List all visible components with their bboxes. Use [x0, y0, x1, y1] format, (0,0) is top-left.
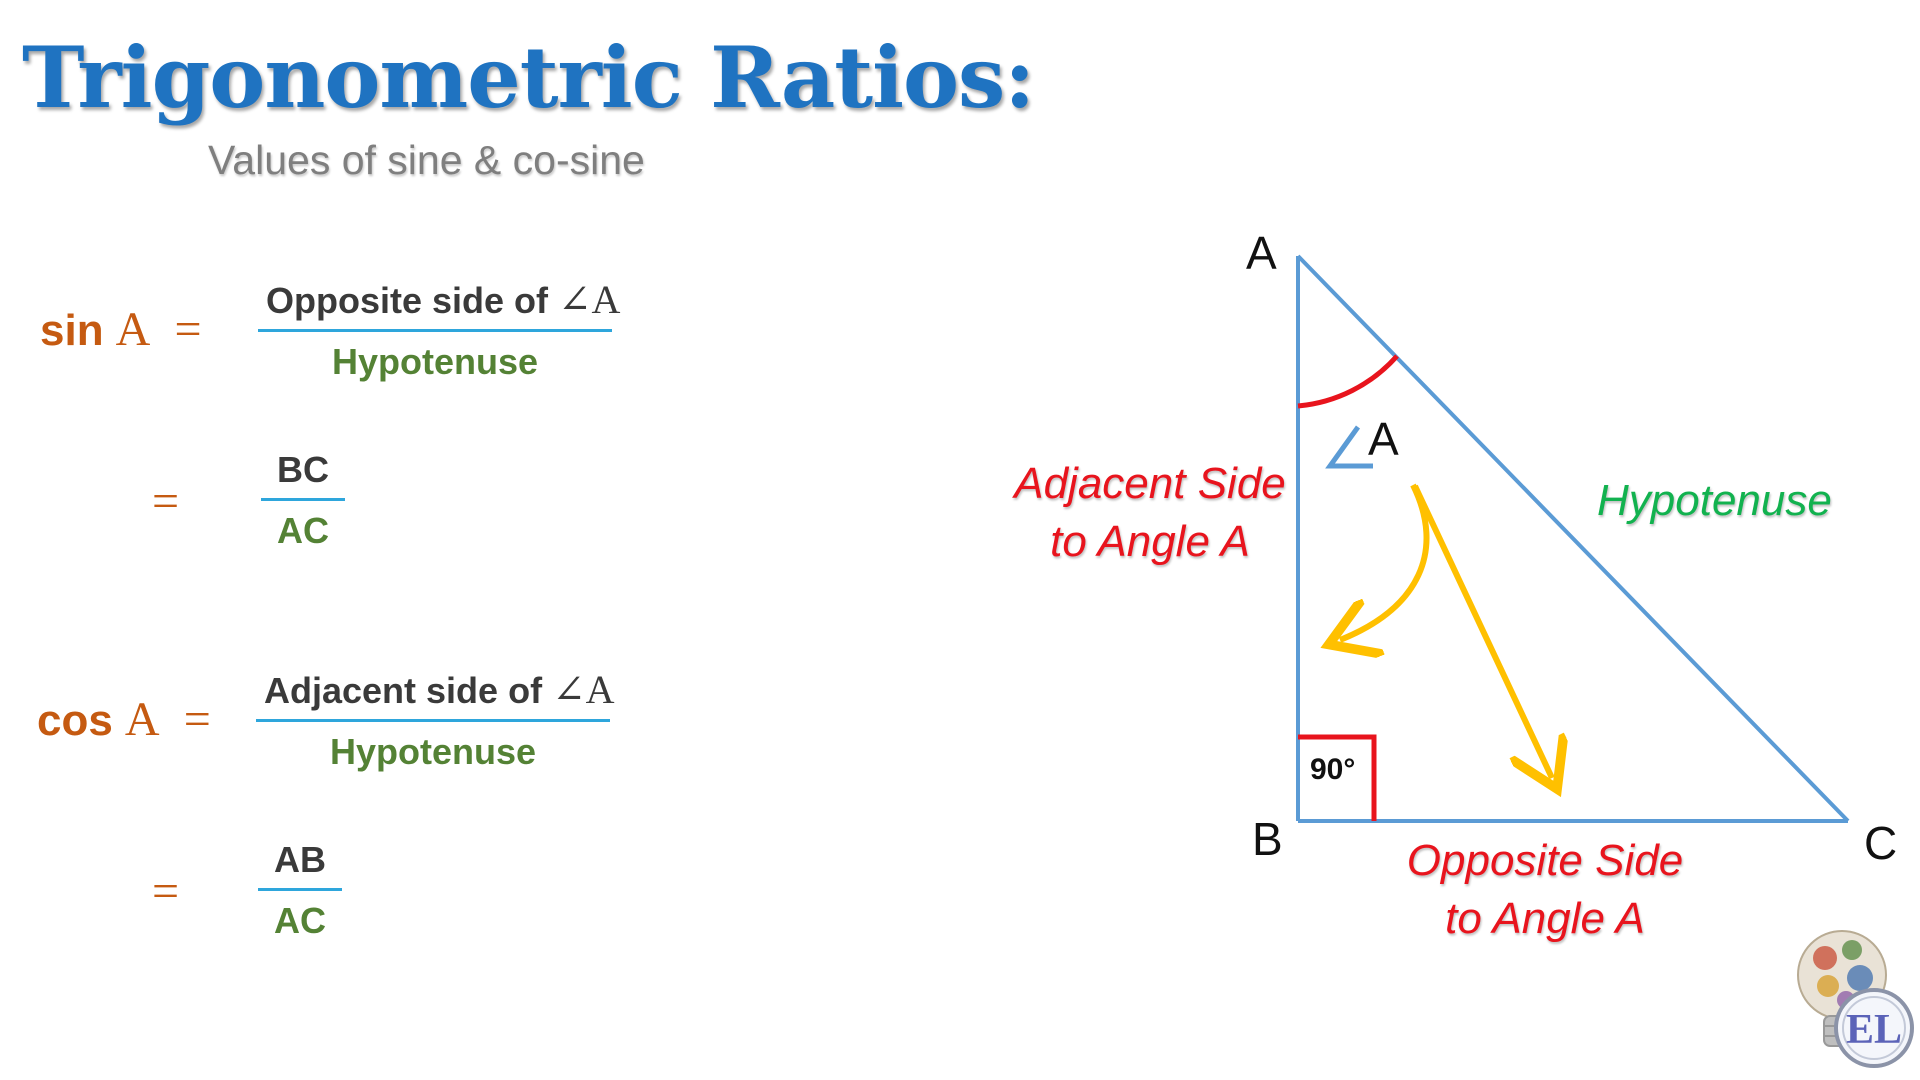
- sin-numerator-angle: ∠A: [558, 277, 621, 322]
- sin-numerator: Opposite side of ∠A: [258, 278, 620, 329]
- opposite-side-label: Opposite Side to Angle A: [1400, 832, 1690, 948]
- cos-side-numerator: AB: [274, 839, 326, 880]
- cos-second-equals: =: [152, 865, 180, 918]
- sin-side-denominator: AC: [277, 510, 329, 551]
- cos-denominator: Hypotenuse: [329, 731, 537, 772]
- side-ac: [1296, 254, 1850, 823]
- sin-sides-fraction-bar: [261, 498, 345, 501]
- sin-side-numerator: BC: [277, 449, 329, 490]
- cos-angle-label: A: [124, 693, 160, 746]
- arrow-to-adjacent-icon: [1340, 483, 1430, 640]
- page-title: Trigonometric Ratios:: [22, 28, 1035, 127]
- sin-equals-sign: =: [174, 303, 202, 356]
- sin-ratio-sides: BC AC: [261, 448, 345, 553]
- sin-fraction-bar: [258, 329, 612, 332]
- cos-sides-fraction-bar: [258, 888, 342, 891]
- opposite-side-line2: to Angle A: [1445, 894, 1645, 943]
- adjacent-side-line1: Adjacent Side: [1014, 459, 1286, 508]
- adjacent-side-line2: to Angle A: [1050, 517, 1250, 566]
- logo-text: EL: [1846, 1007, 1902, 1053]
- opposite-side-line1: Opposite Side: [1406, 836, 1684, 885]
- right-angle-marker: [1298, 734, 1377, 821]
- arrow-to-opposite-icon: [1412, 484, 1552, 778]
- right-angle-label: 90°: [1310, 753, 1356, 786]
- angle-symbol-icon: [1325, 425, 1373, 469]
- lightbulb-gears-icon: EL: [1797, 930, 1914, 1068]
- hypotenuse-label: Hypotenuse: [1597, 476, 1832, 525]
- sin-ratio-words: Opposite side of ∠A Hypotenuse: [258, 278, 620, 384]
- vertex-c-label: C: [1864, 817, 1898, 869]
- sin-function-label: sin: [40, 306, 104, 355]
- adjacent-side-label: Adjacent Side to Angle A: [1010, 455, 1290, 571]
- cos-ratio-words: Adjacent side of ∠A Hypotenuse: [256, 668, 614, 774]
- sin-angle-label: A: [115, 303, 151, 356]
- angle-a-label: A: [1368, 413, 1399, 465]
- sin-second-equals: =: [152, 475, 180, 528]
- cos-fraction-bar: [256, 719, 610, 722]
- page-subtitle: Values of sine & co-sine: [208, 137, 645, 183]
- cos-equals-sign: =: [183, 693, 211, 746]
- cos-ratio-sides: AB AC: [258, 838, 342, 943]
- cos-side-denominator: AC: [274, 900, 326, 941]
- sin-denominator: Hypotenuse: [331, 341, 539, 382]
- cos-numerator-text: Adjacent side of: [264, 670, 553, 711]
- cos-numerator: Adjacent side of ∠A: [256, 668, 614, 719]
- vertex-a-label: A: [1246, 227, 1277, 279]
- angle-a-arc: [1297, 354, 1399, 409]
- cos-numerator-angle: ∠A: [552, 667, 615, 712]
- sin-numerator-text: Opposite side of: [266, 280, 559, 321]
- vertex-b-label: B: [1252, 813, 1283, 865]
- cos-function-label: cos: [37, 696, 113, 745]
